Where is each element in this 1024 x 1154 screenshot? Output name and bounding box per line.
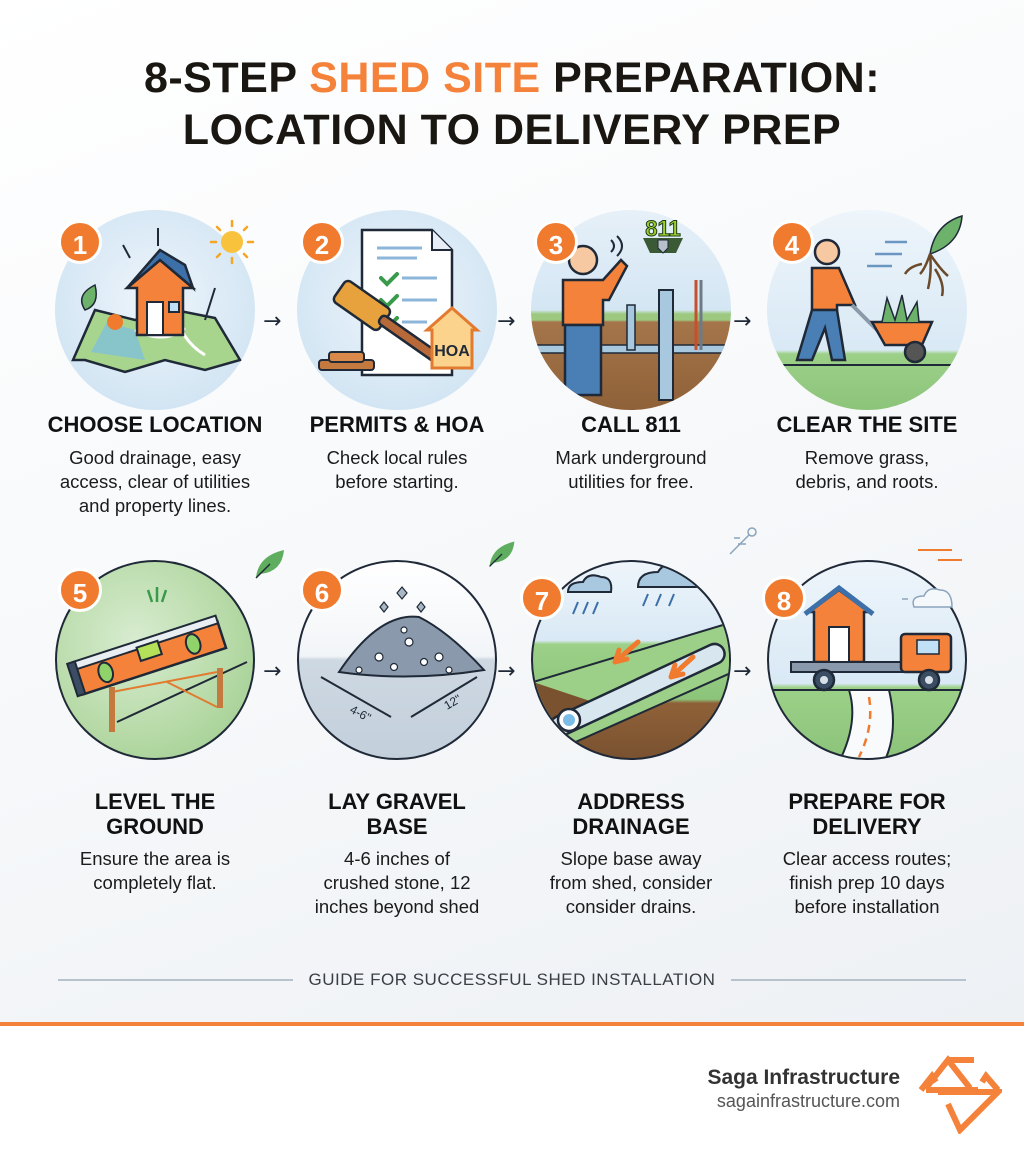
wind-icon xyxy=(729,527,757,555)
step-2-badge: 2 xyxy=(300,220,344,264)
step-3-heading: CALL 811 xyxy=(581,412,681,437)
title-suffix: PREPARATION: xyxy=(540,54,881,102)
step-7-badge: 7 xyxy=(520,576,564,620)
brand-url[interactable]: sagainfrastructure.com xyxy=(716,1091,900,1111)
title-prefix: 8-STEP xyxy=(143,54,310,102)
arrow-right-icon: → xyxy=(733,659,752,684)
brand-name: Saga Infrastructure xyxy=(707,1066,900,1089)
arrow-right-icon: → xyxy=(263,309,282,334)
step-4-description: Remove grass, debris, and roots. xyxy=(795,447,939,492)
arrow-right-icon: → xyxy=(733,309,752,334)
step-2-description: Check local rules before starting. xyxy=(326,447,468,492)
step-1-card: 1 CHOOSE LOCATION Good drainage, easy ac… xyxy=(40,200,270,520)
svg-text:12": 12" xyxy=(442,692,464,713)
step-1-badge: 1 xyxy=(58,220,102,264)
step-3-card: 811 3 CALL 811 Mark underground utilitie… xyxy=(516,200,746,520)
divider-left xyxy=(58,979,293,981)
arrow-right-icon: → xyxy=(263,659,282,684)
step-2-heading: PERMITS & HOA xyxy=(309,412,485,437)
arrow-right-icon: → xyxy=(497,659,516,684)
saga-logo-icon xyxy=(918,1055,1002,1134)
step-5-heading: LEVEL THE GROUND xyxy=(94,789,216,839)
step-7-heading: ADDRESS DRAINAGE xyxy=(572,789,690,839)
step-1-heading: CHOOSE LOCATION xyxy=(47,412,263,437)
step-8-heading: PREPARE FOR DELIVERY xyxy=(788,789,946,839)
leaf-icon xyxy=(255,550,284,579)
page-title: 8-STEP SHED SITE PREPARATION: LOCATION T… xyxy=(0,52,1024,156)
811-sign-icon: 811 xyxy=(643,216,683,254)
gravel-pile-icon: 4-6" 12" xyxy=(297,560,497,760)
sun-icon xyxy=(209,219,255,265)
step-3-badge: 3 xyxy=(534,220,578,264)
svg-text:811: 811 xyxy=(645,216,681,241)
step-5-card: 5 LEVEL THE GROUND Ensure the area is co… xyxy=(40,560,270,930)
step-5-description: Ensure the area is completely flat. xyxy=(79,848,231,893)
step-4-heading: CLEAR THE SITE xyxy=(776,412,958,437)
step-8-card: 8 PREPARE FOR DELIVERY Clear access rout… xyxy=(752,549,982,930)
step-4-badge: 4 xyxy=(770,220,814,264)
step-2-card: HOA 2 PERMITS & HOA Check local rules be… xyxy=(282,200,512,520)
title-accent: SHED SITE xyxy=(309,54,541,102)
step-7-card: 7 ADDRESS DRAINAGE Slope base away from … xyxy=(516,527,757,930)
leaf-icon xyxy=(489,541,515,567)
footer-accent-bar xyxy=(0,1022,1024,1026)
drainage-pipe-rain-icon xyxy=(531,560,731,760)
step-3-description: Mark underground utilities for free. xyxy=(555,447,707,492)
step-8-description: Clear access routes; finish prep 10 days… xyxy=(782,848,952,917)
tagline: GUIDE FOR SUCCESSFUL SHED INSTALLATION xyxy=(58,968,967,992)
tagline-text: GUIDE FOR SUCCESSFUL SHED INSTALLATION xyxy=(308,970,716,989)
step-7-description: Slope base away from shed, consider cons… xyxy=(549,848,713,917)
svg-text:HOA: HOA xyxy=(434,343,470,360)
uprooted-plant-icon xyxy=(903,214,963,297)
arrow-right-icon: → xyxy=(497,309,516,334)
step-6-description: 4-6 inches of crushed stone, 12 inches b… xyxy=(314,848,480,917)
step-5-badge: 5 xyxy=(58,568,102,612)
step-6-badge: 6 xyxy=(300,568,344,612)
step-6-card: 4-6" 12" 6 LAY GRAVEL BASE 4-6 inches of… xyxy=(282,560,512,930)
step-8-badge: 8 xyxy=(762,576,806,620)
step-4-card: 4 CLEAR THE SITE Remove grass, debris, a… xyxy=(752,200,982,520)
cloud-icon xyxy=(902,588,953,608)
title-line-2: LOCATION TO DELIVERY PREP xyxy=(182,106,842,154)
speed-lines-icon xyxy=(918,549,962,561)
step-6-heading: LAY GRAVEL BASE xyxy=(328,789,466,839)
divider-right xyxy=(731,979,967,981)
step-1-description: Good drainage, easy access, clear of uti… xyxy=(59,447,251,516)
footer xyxy=(0,1026,1024,1154)
